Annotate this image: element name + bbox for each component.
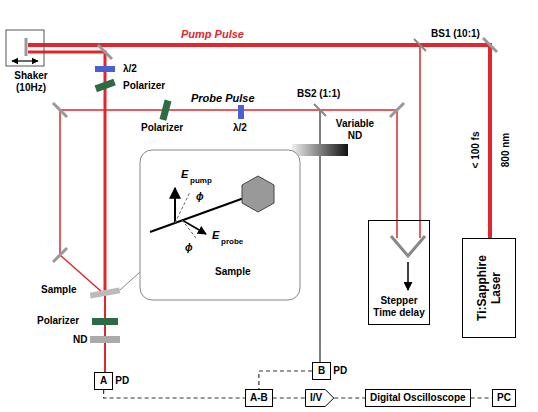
mirror (390, 103, 404, 117)
probe-beam (419, 45, 421, 238)
mirror (53, 248, 67, 262)
angle-symbol: ϕ (184, 242, 194, 254)
beam-splitter (414, 39, 426, 51)
component-name: Shaker (10Hz) (4, 70, 58, 94)
component-name: Variable ND (328, 118, 382, 142)
shaker-housing (6, 30, 44, 66)
component-name: Polarizer (122, 80, 166, 92)
beam-name: Pump Pulse (180, 28, 245, 41)
pc-box: PC (492, 389, 516, 407)
sample-crystal (242, 176, 274, 212)
component-name: BS1 (10:1) (430, 28, 481, 40)
pump-field-arrow (174, 188, 176, 223)
field-symbol: E (180, 168, 189, 181)
beam-splitter (314, 104, 326, 116)
amplifier-outline (306, 390, 334, 407)
component-name: Polarizer (140, 122, 184, 134)
angle-line (182, 220, 196, 238)
beam-axis (150, 198, 244, 232)
component-name: λ/2 (232, 122, 248, 134)
travel-arrow (407, 262, 409, 290)
node-text: B (318, 365, 325, 377)
component-name: BS2 (1:1) (296, 88, 341, 100)
node-text: Ti:Sapphire Laser (475, 243, 503, 333)
pump-beam (104, 292, 106, 372)
signal-wire (471, 397, 492, 398)
laser-source: Ti:Sapphire Laser (462, 238, 516, 338)
node-text: PC (497, 392, 511, 404)
retroreflector (391, 236, 425, 256)
signal-wire (334, 397, 365, 398)
shaker-arrow (12, 60, 38, 61)
node-text: A-B (250, 392, 268, 404)
polarizer-symbol (95, 79, 116, 92)
variable-nd-filter (292, 144, 348, 156)
amplifier-symbol: I/V (305, 389, 334, 407)
pump-beam (28, 45, 490, 238)
field-subscript: probe (220, 237, 244, 247)
mirror (98, 45, 112, 59)
node-text: I/V (310, 392, 322, 404)
field-subscript: pump (189, 176, 213, 186)
stepper-stage: Stepper Time delay (368, 220, 430, 325)
polarizer-symbol (160, 100, 172, 121)
half-wave-plate (95, 66, 115, 72)
inset-leader (120, 272, 140, 290)
angle-symbol: ϕ (195, 191, 205, 203)
mirror (483, 38, 497, 52)
node-heading: PD (115, 375, 129, 387)
signal-wire (273, 397, 305, 398)
inset-frame (140, 150, 300, 300)
mirror (53, 103, 67, 117)
shaker-mirror (25, 38, 28, 56)
photodiode: BPD (312, 362, 331, 380)
field-symbol: E (211, 229, 220, 242)
component-name: Polarizer (36, 315, 80, 327)
angle-line (175, 192, 190, 223)
polarizer-symbol (92, 318, 118, 325)
signal-wire (104, 390, 245, 398)
signal-wire (259, 371, 312, 389)
nd-filter (90, 336, 120, 343)
photodiode: APD (94, 372, 113, 390)
component-name: Sample (40, 284, 78, 296)
subtractor-box: A-B (245, 389, 273, 407)
node-text: Stepper Time delay (373, 295, 425, 319)
sample-plate (90, 287, 121, 298)
probe-field-arrow (182, 220, 206, 234)
component-name: Sample (214, 266, 252, 278)
laser-spec: < 100 fs (470, 131, 482, 170)
node-text: A (100, 375, 107, 387)
component-name: ND (72, 334, 88, 346)
node-heading: PD (333, 365, 347, 377)
oscilloscope-box: Digital Oscilloscope (365, 389, 471, 407)
laser-spec: 800 nm (500, 132, 512, 168)
component-name: λ/2 (122, 63, 138, 75)
node-text: Digital Oscilloscope (370, 392, 466, 404)
beam-name: Probe Pulse (190, 92, 256, 105)
